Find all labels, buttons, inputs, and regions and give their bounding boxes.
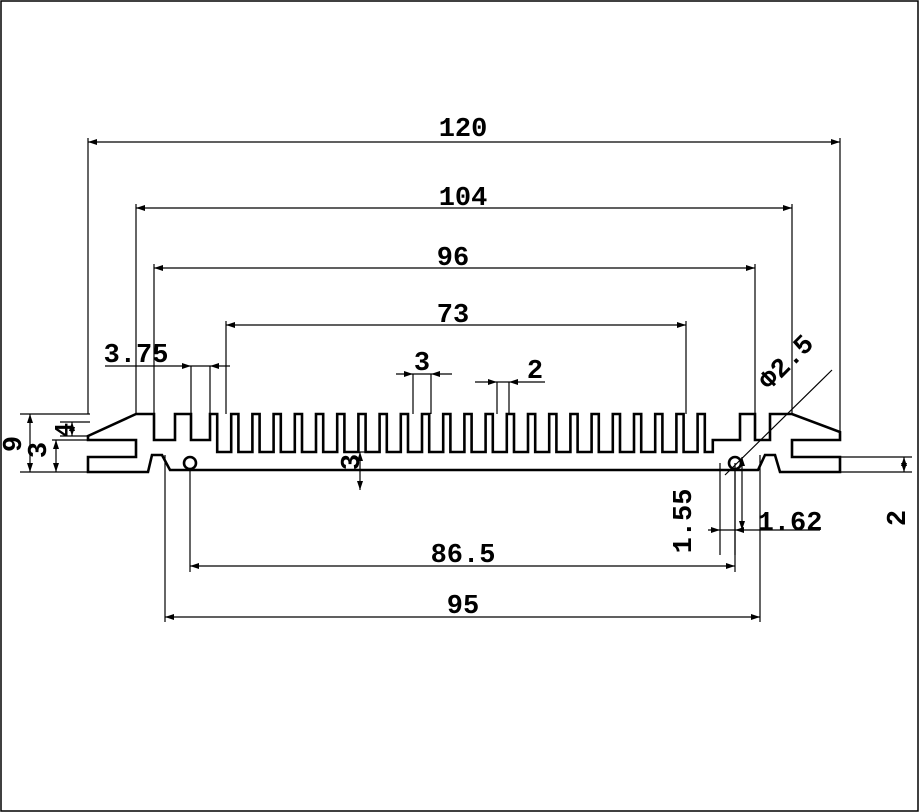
dim-fin-span: 73: [437, 301, 469, 331]
dim-hole-offset-horizontal: 1.62: [758, 509, 823, 539]
dim-overall-width: 120: [439, 115, 488, 145]
dim-fin-gap: 3: [414, 349, 430, 379]
dim-hole-diameter: Φ2.5: [754, 330, 821, 397]
dim-total-height: 9: [0, 436, 30, 452]
dim-edge-offset: 3.75: [104, 341, 169, 371]
dim-inner-flange-width: 96: [437, 244, 469, 274]
dim-lip-height: 4: [52, 423, 79, 437]
dim-slot-depth: 2: [884, 510, 914, 526]
heatsink-profile-outline: [86, 412, 842, 474]
dim-outer-flange-width: 104: [439, 184, 488, 214]
dim-hole-spacing: 86.5: [431, 541, 496, 571]
dim-base-thickness: 3: [338, 454, 368, 470]
dim-fin-thickness: 2: [527, 357, 543, 387]
dimension-lines: [20, 138, 912, 622]
dim-hole-offset-vertical: 1.55: [670, 489, 700, 554]
mounting-holes: [182, 455, 743, 471]
dim-slot-spacing: 95: [447, 592, 479, 622]
dim-base-height: 3: [25, 442, 55, 458]
mounting-hole: [182, 455, 198, 471]
